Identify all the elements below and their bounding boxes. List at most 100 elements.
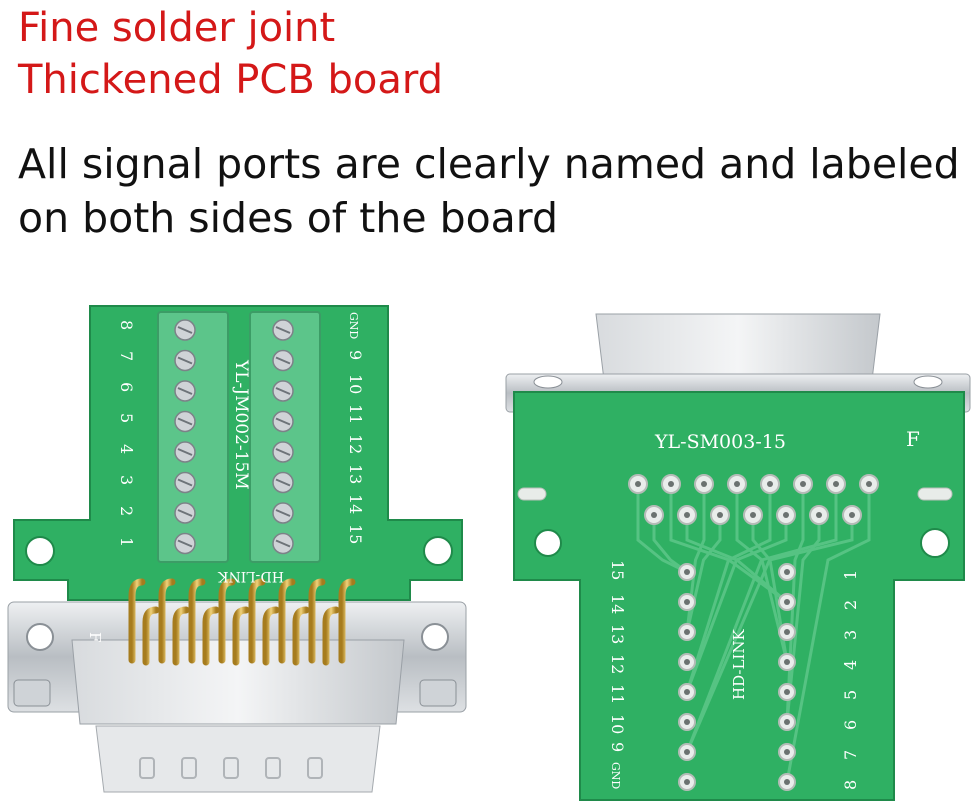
right-mount-hole-2 — [913, 375, 943, 389]
right-pin-label-15: 15 — [608, 560, 627, 580]
solder-pad-hole — [784, 569, 790, 575]
solder-pad-hole — [866, 481, 872, 487]
right-pin-label-3: 3 — [841, 630, 860, 640]
gold-pin — [262, 606, 280, 666]
terminal-screws — [174, 319, 294, 555]
left-hex-screw-2 — [419, 679, 457, 707]
right-solder-board: YL-SM003-15 F HD-LINK 15 14 13 12 11 10 … — [505, 313, 971, 801]
solder-pad-hole — [684, 659, 690, 665]
right-pin-label-14: 14 — [608, 594, 627, 614]
solder-pad-hole — [784, 719, 790, 725]
right-pin-label-4: 4 — [841, 660, 860, 670]
screw-slot — [177, 356, 193, 365]
screw-slot — [177, 478, 193, 487]
left-mount-hole-2 — [421, 623, 449, 651]
right-pin-label-12: 12 — [608, 654, 627, 674]
right-pin-label-11: 11 — [608, 684, 627, 704]
left-terminal-board: YL-JM002-15M HD-LINK F 8 7 6 5 4 3 2 1 G… — [7, 305, 467, 793]
left-pin-label-15: 15 — [346, 524, 365, 544]
screw-slot — [177, 509, 193, 517]
solder-pad-hole — [784, 599, 790, 605]
solder-pad-hole — [784, 689, 790, 695]
right-board-model: YL-SM003-15 — [654, 431, 786, 453]
right-slot-2 — [917, 487, 953, 501]
solder-pad-hole — [767, 481, 773, 487]
right-pcb — [513, 391, 965, 801]
right-pin-label-gnd: GND — [609, 762, 622, 789]
solder-pad-hole — [701, 481, 707, 487]
screw-slot — [177, 326, 193, 334]
left-pin-label-4: 4 — [117, 444, 136, 454]
headline-line-2: Thickened PCB board — [18, 57, 444, 103]
left-board-model: YL-JM002-15M — [231, 359, 251, 490]
pcb-trace — [785, 484, 871, 783]
solder-pad-hole — [816, 512, 822, 518]
right-pin-label-7: 7 — [841, 750, 860, 760]
left-board-corner-mark: F — [86, 632, 104, 642]
screw-slot — [177, 539, 193, 548]
right-board-brand: HD-LINK — [730, 629, 748, 700]
screw-slot — [275, 448, 291, 456]
screw-slot — [275, 509, 291, 517]
solder-pad-hole — [750, 512, 756, 518]
gold-pin — [172, 606, 190, 666]
screw-slot — [275, 326, 291, 334]
pcb-trace — [685, 484, 838, 753]
screw-slot — [177, 448, 193, 456]
gold-pin — [158, 578, 176, 664]
pcb-trace — [685, 515, 854, 753]
headline-line-1: Fine solder joint — [18, 5, 336, 51]
solder-pad-hole — [684, 569, 690, 575]
pcb-trace — [652, 515, 688, 574]
solder-pads — [628, 474, 879, 791]
left-terminal-block-b — [249, 311, 321, 563]
left-pin-label-13: 13 — [346, 464, 365, 484]
screw-slot — [177, 417, 193, 426]
solder-pad-hole — [784, 629, 790, 635]
right-pin-label-5: 5 — [841, 690, 860, 700]
pcb-trace — [685, 515, 788, 693]
solder-pad-hole — [784, 659, 790, 665]
gold-pin — [128, 578, 146, 664]
right-board-corner-mark: F — [906, 427, 920, 451]
left-pin-label-9: 9 — [346, 350, 365, 360]
screw-slot — [275, 387, 291, 395]
left-pin-label-10: 10 — [346, 374, 365, 394]
gold-pin — [218, 578, 236, 664]
left-pcb-hole-1 — [25, 536, 55, 566]
gold-pin — [142, 606, 160, 666]
left-pin-label-6: 6 — [117, 382, 136, 392]
right-mount-hole-1 — [533, 375, 563, 389]
gold-pin — [322, 606, 340, 666]
left-hex-screw-1 — [13, 679, 51, 707]
solder-pad-hole — [635, 481, 641, 487]
left-pcb — [13, 305, 463, 601]
solder-pad-hole — [734, 481, 740, 487]
right-dsub-shell — [595, 313, 881, 381]
solder-pad-hole — [784, 749, 790, 755]
gold-pin — [278, 578, 296, 664]
gold-pin — [248, 578, 266, 664]
left-pin-label-3: 3 — [117, 475, 136, 485]
right-pin-label-13: 13 — [608, 624, 627, 644]
right-pin-label-6: 6 — [841, 720, 860, 730]
screw-slot — [275, 356, 291, 365]
solder-pad-hole — [684, 599, 690, 605]
solder-pad-hole — [717, 512, 723, 518]
solder-pad-hole — [684, 719, 690, 725]
right-pcb-hole-2 — [920, 528, 950, 558]
screw-slot — [275, 478, 291, 487]
solder-pad-hole — [684, 779, 690, 785]
solder-pad-hole — [684, 689, 690, 695]
solder-pad-hole — [684, 512, 690, 518]
right-pin-label-10: 10 — [608, 714, 627, 734]
description-line-1: All signal ports are clearly named and l… — [18, 140, 960, 188]
solder-pad-hole — [668, 481, 674, 487]
left-pin-label-gnd: GND — [347, 312, 360, 339]
screw-slot — [177, 387, 193, 395]
description-line-2: on both sides of the board — [18, 194, 558, 242]
pcb-traces — [636, 484, 871, 783]
left-board-brand: HD-LINK — [217, 568, 284, 584]
left-pin-label-12: 12 — [346, 434, 365, 454]
